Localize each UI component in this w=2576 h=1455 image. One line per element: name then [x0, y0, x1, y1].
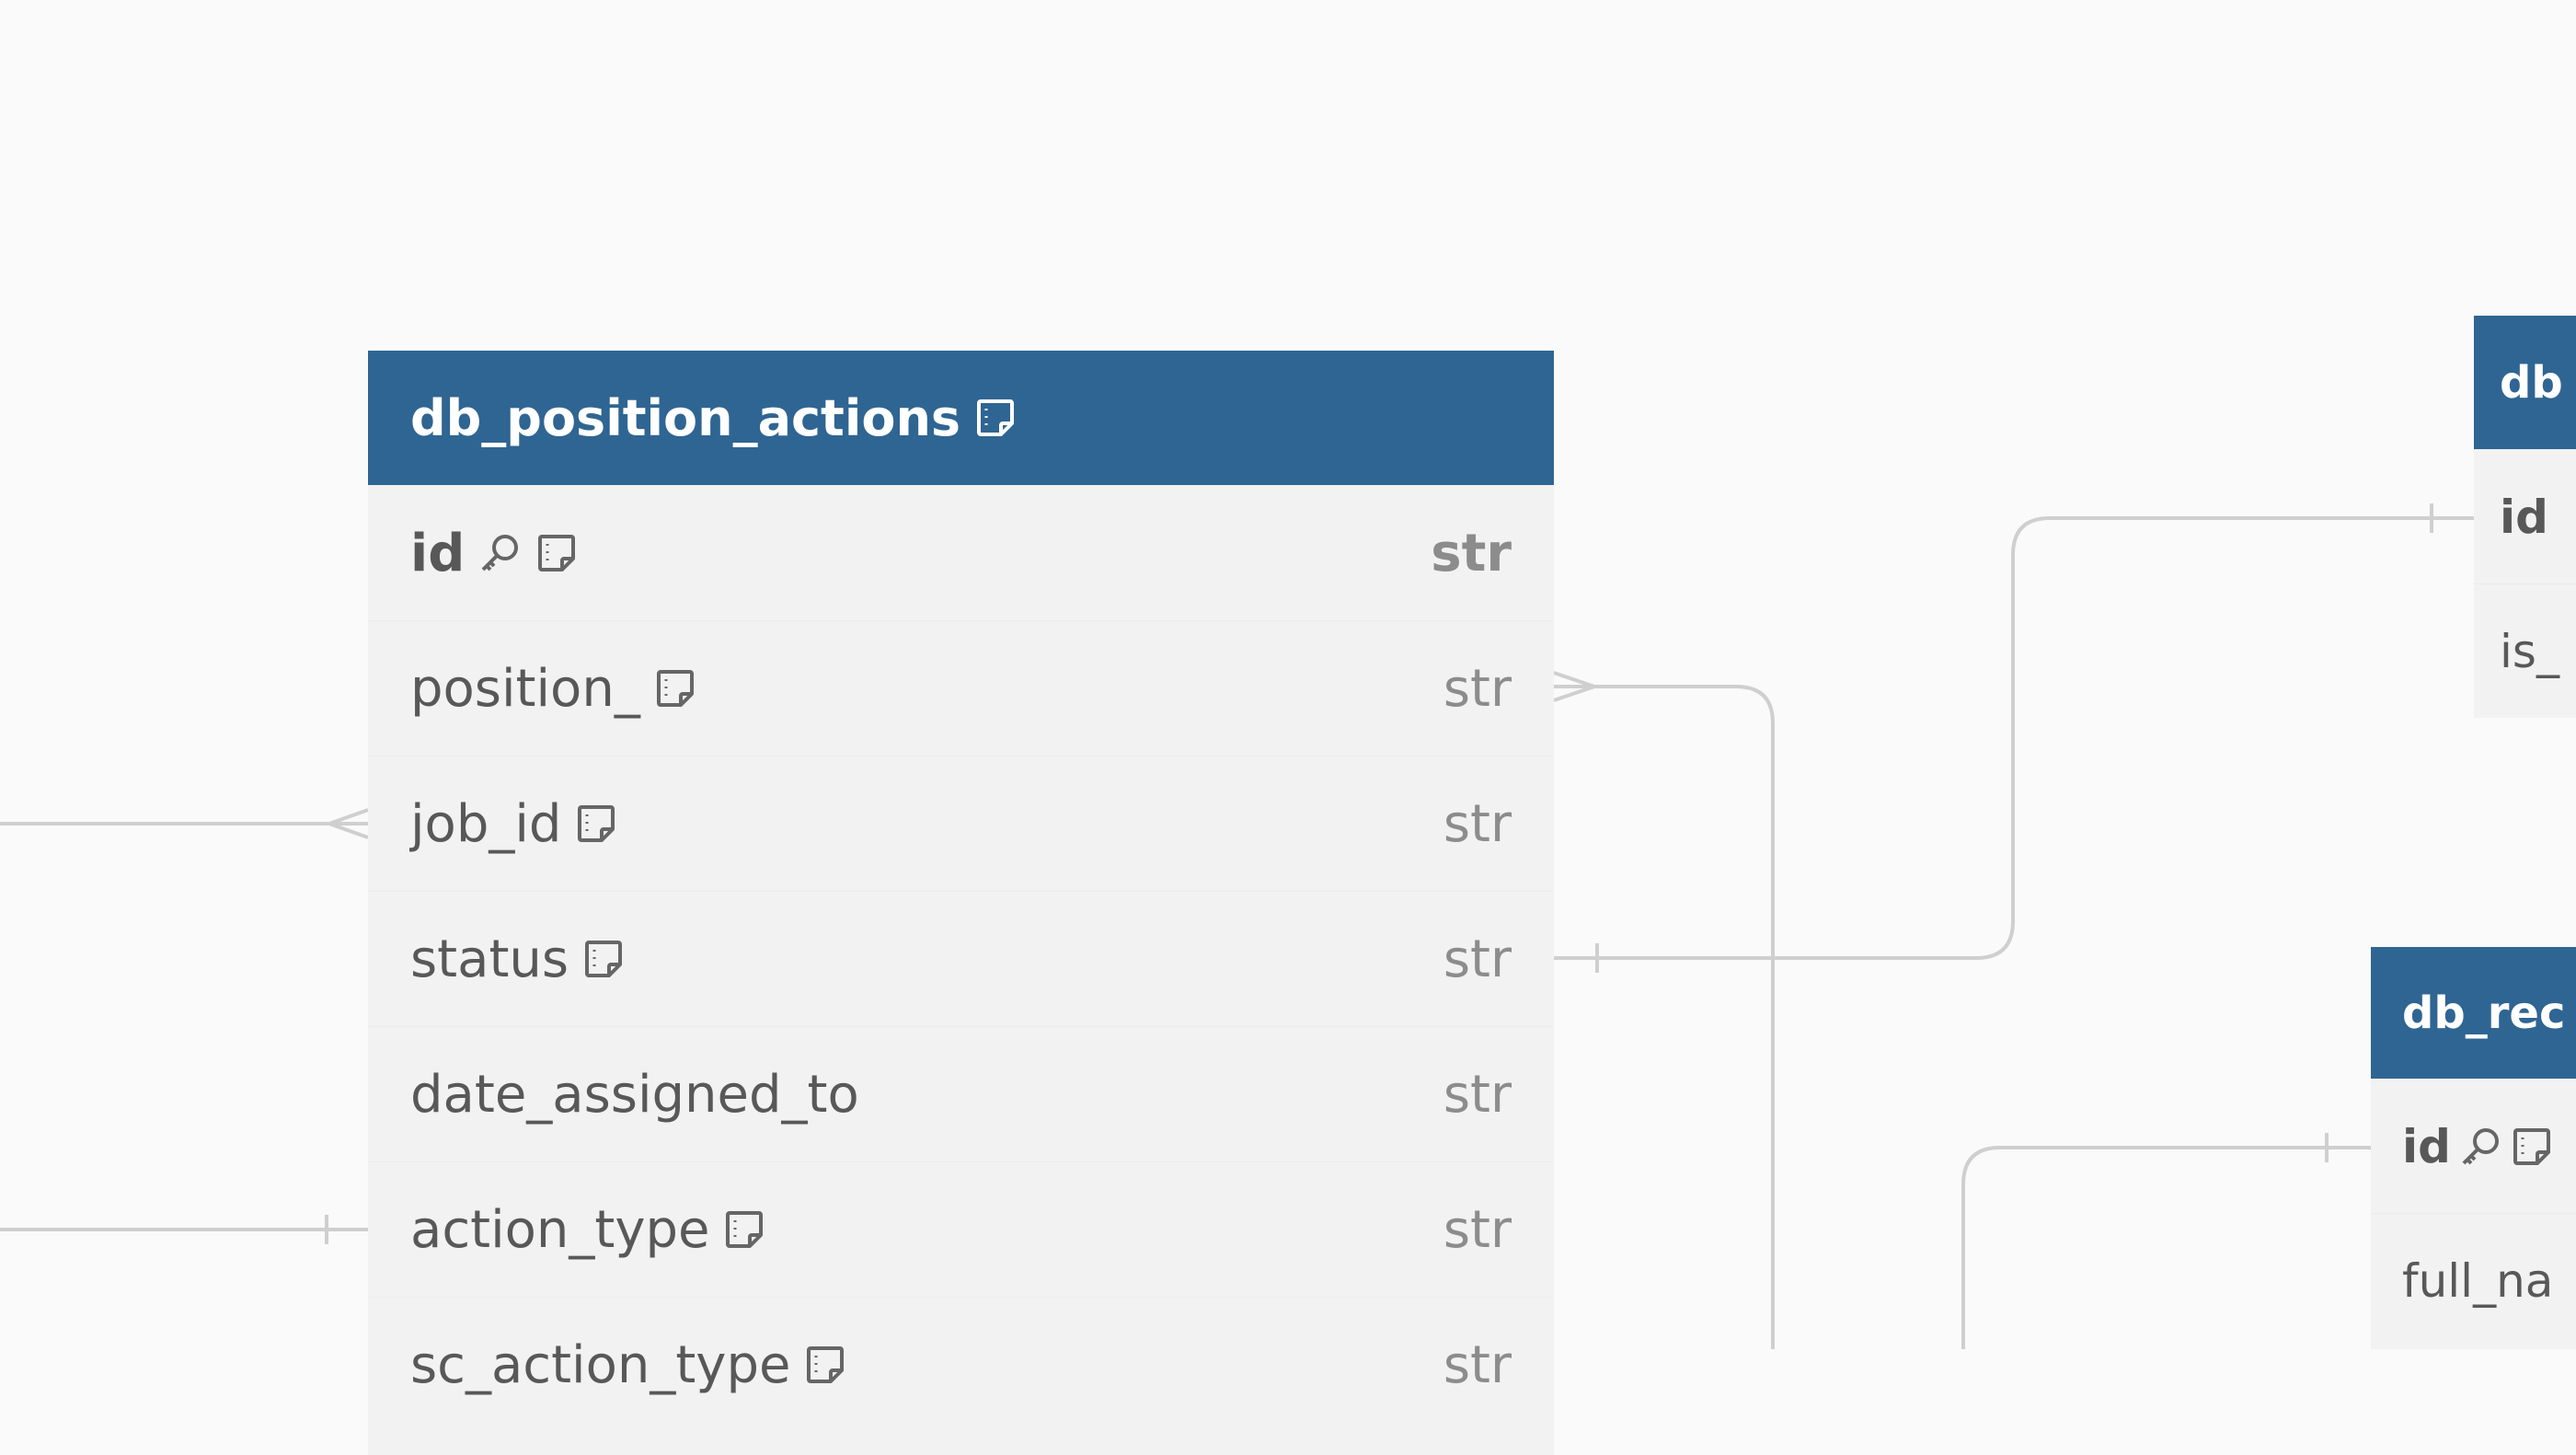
column-row-sc-action-type[interactable]: sc_action_type str: [368, 1297, 1554, 1432]
note-icon[interactable]: [535, 531, 579, 575]
table-title: db_position_actions: [410, 388, 961, 447]
column-row-id[interactable]: id str: [368, 485, 1554, 620]
column-name: sc_action_type: [410, 1334, 791, 1395]
note-icon[interactable]: [973, 396, 1018, 440]
note-icon[interactable]: [653, 666, 697, 710]
table-db-top-right[interactable]: db id is_: [2474, 316, 2576, 718]
column-row-id[interactable]: id: [2474, 449, 2576, 583]
note-icon[interactable]: [581, 937, 626, 981]
column-name: job_id: [410, 793, 562, 854]
key-icon: [2458, 1125, 2502, 1169]
key-icon: [477, 531, 522, 575]
table-title: db_rec: [2402, 987, 2566, 1039]
column-row-is[interactable]: is_: [2474, 583, 2576, 718]
column-name: id: [2500, 490, 2548, 544]
column-type: str: [1443, 1064, 1512, 1125]
note-icon[interactable]: [722, 1207, 766, 1252]
column-row-full-name[interactable]: full_na: [2371, 1213, 2576, 1347]
column-type: str: [1443, 793, 1512, 854]
table-title: db: [2500, 356, 2563, 409]
note-icon[interactable]: [574, 802, 618, 846]
column-row-id[interactable]: id: [2371, 1079, 2576, 1213]
table-header[interactable]: db_position_actions: [368, 351, 1554, 485]
column-type: str: [1443, 658, 1512, 719]
column-row-job-id[interactable]: job_id str: [368, 756, 1554, 891]
relation-action-type: [0, 1215, 368, 1244]
column-type: str: [1431, 523, 1512, 583]
column-name: is_: [2500, 624, 2559, 678]
relation-db-rec-id: [1961, 1133, 2371, 1349]
note-icon[interactable]: [803, 1343, 847, 1387]
column-type: str: [1443, 929, 1512, 989]
column-name: id: [2402, 1119, 2451, 1173]
table-header[interactable]: db: [2474, 316, 2576, 449]
column-name: position_: [410, 658, 640, 719]
relation-position: [1553, 671, 1775, 1349]
table-db-rec[interactable]: db_rec id full_na: [2371, 947, 2576, 1349]
column-name: status: [410, 929, 569, 989]
column-row-action-type[interactable]: action_type str: [368, 1161, 1554, 1297]
column-type: str: [1443, 1199, 1512, 1260]
relationship-lines: [0, 503, 2474, 1349]
relation-status: [1554, 503, 2474, 973]
table-header[interactable]: db_rec: [2371, 947, 2576, 1079]
column-name: id: [410, 523, 466, 583]
note-icon[interactable]: [2510, 1125, 2554, 1169]
column-row-date-assigned-to[interactable]: date_assigned_to str: [368, 1026, 1554, 1161]
relation-job-id: [0, 808, 369, 839]
column-type: str: [1443, 1334, 1512, 1395]
column-name: date_assigned_to: [410, 1064, 859, 1125]
column-name: full_na: [2402, 1253, 2554, 1308]
column-row-status[interactable]: status str: [368, 891, 1554, 1026]
column-name: action_type: [410, 1199, 710, 1260]
column-row-position[interactable]: position_ str: [368, 620, 1554, 756]
table-db-position-actions[interactable]: db_position_actions id str position_ str…: [368, 351, 1554, 1455]
